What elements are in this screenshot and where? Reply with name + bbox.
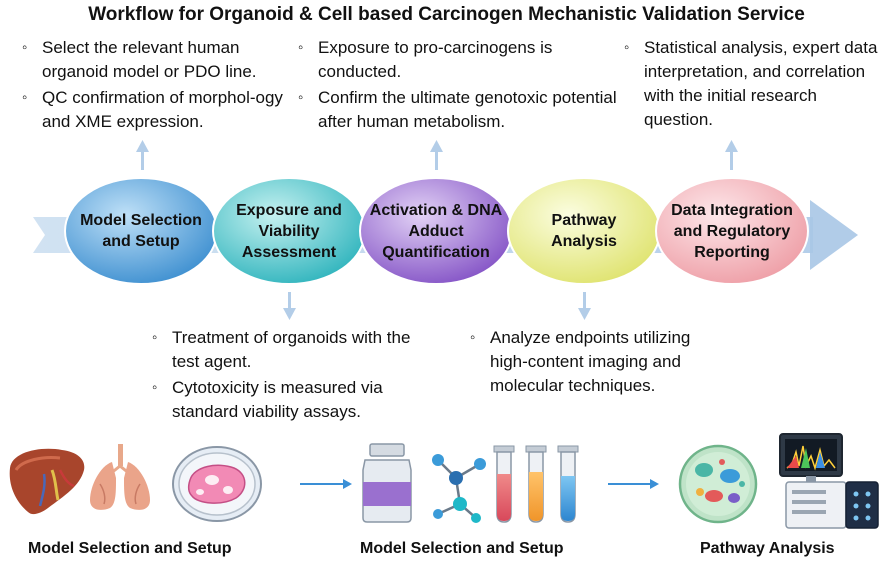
arrow-up-3 [430,140,443,170]
note-item: Analyze endpoints utilizing high-content… [466,326,716,398]
note-item: Select the relevant human organoid model… [18,36,308,84]
bottom-arrows [300,479,659,489]
arrow-up-5 [725,140,738,170]
diagram-title: Workflow for Organoid & Cell based Carci… [88,4,805,25]
connector-arrows [136,140,738,320]
note-item: Statistical analysis, expert data interp… [620,36,890,132]
step-label-4: Pathway Analysis [551,212,617,250]
notes-step-3: Exposure to pro-carcinogens is conducted… [294,36,634,136]
liver-icon [9,448,85,515]
notes-step-4: Analyze endpoints utilizing high-content… [466,326,716,400]
arrow-down-4 [578,292,591,320]
step-label-1: Model Selection and Setup [80,212,202,250]
notes-step-1: Select the relevant human organoid model… [18,36,308,136]
step-ellipse-5 [655,177,809,285]
arrow-up-1 [136,140,149,170]
step-label-3: Activation & DNA Adduct Quantification [369,201,503,261]
notes-step-5: Statistical analysis, expert data interp… [620,36,890,134]
cell-icon [678,444,758,524]
bottom-label-1: Model Selection and Setup [28,540,232,557]
molecule-icon [432,454,486,523]
petri-dish-icon [172,446,262,522]
note-item: Treatment of organoids with the test age… [148,326,438,374]
notes-step-2: Treatment of organoids with the test age… [148,326,438,426]
bottom-label-2: Model Selection and Setup [360,540,564,557]
lungs-icon [90,444,150,510]
step-label-5: Data Integration and Regulatory Reportin… [671,201,793,261]
note-item: Cytotoxicity is measured via standard vi… [148,376,438,424]
bottom-label-3: Pathway Analysis [700,540,835,557]
note-item: Exposure to pro-carcinogens is conducted… [294,36,634,84]
note-item: QC confirmation of morphol-ogy and XME e… [18,86,308,134]
vial-icon [362,443,412,523]
analyzer-icon [779,433,879,529]
test-tubes-icon [493,445,579,523]
arrow-down-2 [283,292,296,320]
step-label-2: Exposure and Viability Assessment [236,201,342,261]
note-item: Confirm the ultimate genotoxic potential… [294,86,634,134]
